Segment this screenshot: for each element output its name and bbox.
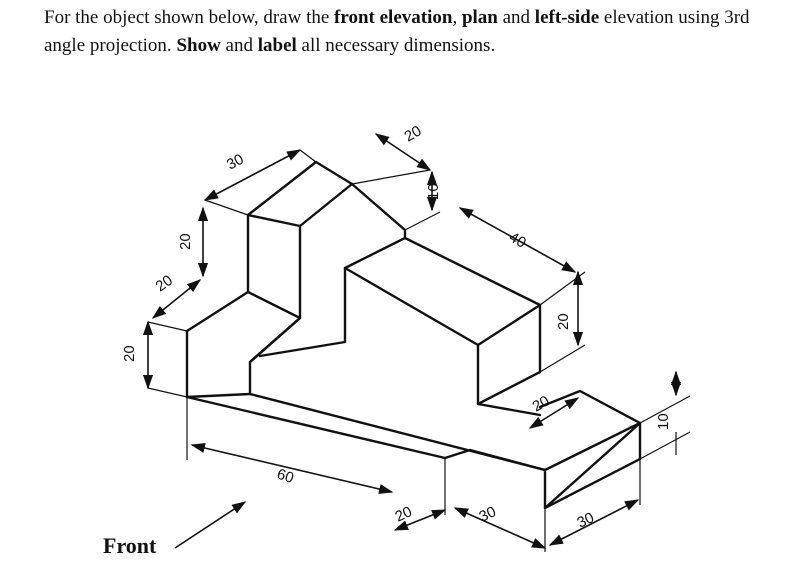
left-step-front: [185, 329, 252, 399]
base-right-edge: [538, 389, 642, 472]
rear-column-side: [350, 182, 407, 240]
dimension-lines: [142, 133, 682, 549]
dim-line-left-20: [151, 279, 202, 319]
dim-label-block-40: 40: [506, 229, 529, 252]
dim-label-top-20: 20: [402, 122, 425, 145]
instr-bold-front-elevation: front elevation: [334, 7, 453, 28]
dim-label-front-20: 20: [393, 503, 415, 525]
instr-text-2: ,: [452, 7, 462, 28]
dim-label-step-10: 10: [425, 183, 442, 200]
instr-text-4: elevation using 3rd angle projection.: [44, 7, 750, 56]
dim-line-base-60: [190, 443, 394, 494]
base-front-edge: [185, 395, 642, 510]
instr-text-1: For the object shown below, draw the: [44, 7, 335, 28]
dim-label-front-30: 30: [477, 503, 499, 525]
object-outline: [185, 160, 642, 510]
front-label: Front: [103, 533, 157, 558]
instr-bold-label: label: [257, 35, 297, 56]
instr-bold-show: Show: [176, 35, 221, 56]
block-top: [343, 236, 542, 347]
extension-lines: [147, 149, 691, 552]
rear-column-top: [246, 160, 354, 228]
instructions-text: For the object shown below, draw the fro…: [44, 4, 784, 60]
instr-bold-left-side: left-side: [534, 7, 600, 28]
front-arrow: [174, 501, 247, 549]
instr-text-3: and: [497, 7, 535, 28]
block-base-line: [258, 340, 542, 417]
dim-label-block-height-20: 20: [555, 313, 572, 330]
block-front: [343, 266, 542, 406]
left-step-top: [185, 290, 302, 364]
dim-label-top-30: 30: [224, 151, 247, 174]
dim-line-top-20: [374, 133, 432, 171]
dimension-labels: 30 20 10 20 20 20 40 20 20 60 20 30 30 1…: [121, 122, 672, 531]
dim-label-block-offset-20: 20: [530, 392, 553, 415]
dim-line-front-20: [393, 509, 447, 531]
dim-label-base-60: 60: [275, 466, 296, 487]
dim-line-front-30: [453, 507, 547, 549]
instr-text-5: and: [220, 35, 258, 56]
instr-bold-plan: plan: [461, 7, 498, 28]
dim-label-right-10: 10: [655, 413, 672, 430]
dim-line-block-40: [458, 207, 577, 273]
dim-label-left-height-20: 20: [121, 345, 138, 362]
instr-text-6: all necessary dimensions.: [296, 35, 496, 56]
dim-label-upper-20: 20: [177, 233, 194, 250]
dim-line-right-30: [548, 499, 640, 546]
dim-line-top-30: [203, 149, 302, 201]
dim-label-left-20: 20: [153, 272, 176, 295]
dim-line-block-offset-20: [528, 397, 580, 429]
dim-label-right-30: 30: [575, 509, 597, 531]
rear-column-front: [246, 213, 302, 320]
